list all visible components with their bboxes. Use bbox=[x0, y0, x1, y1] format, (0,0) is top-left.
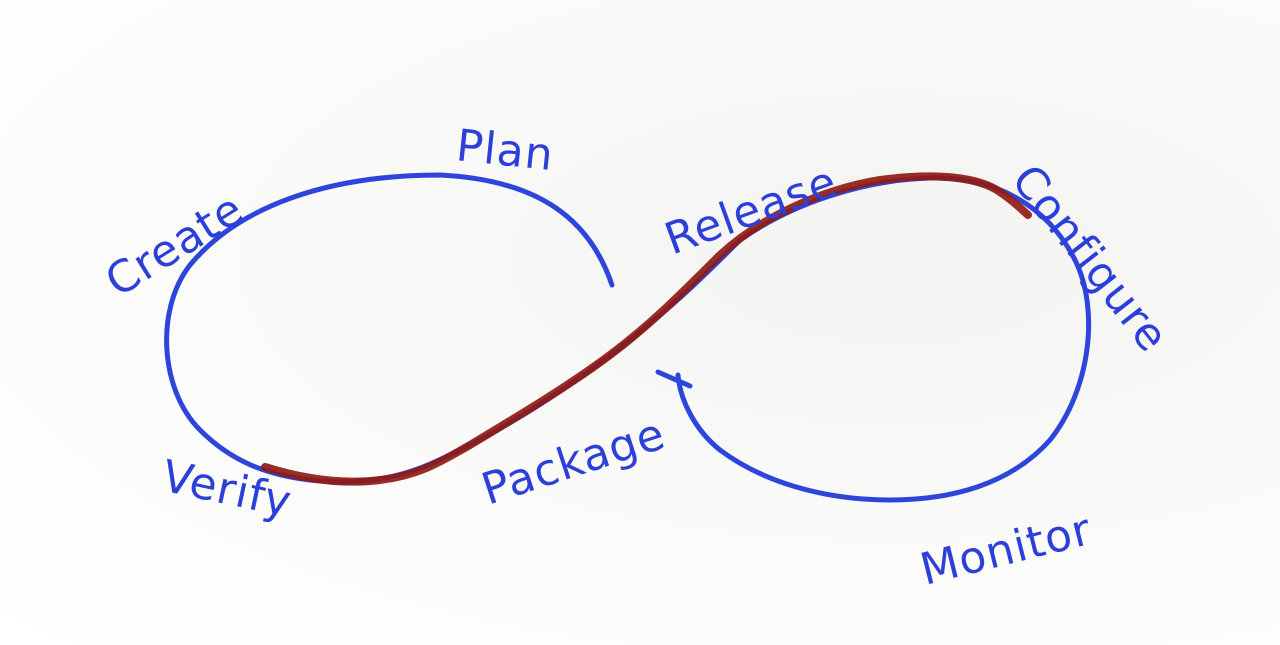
label-release: Release bbox=[658, 156, 844, 265]
label-monitor: Monitor bbox=[915, 504, 1096, 596]
highlight-path bbox=[261, 172, 1032, 486]
package-end-tick bbox=[655, 369, 693, 389]
label-plan: Plan bbox=[454, 120, 556, 181]
label-verify: Verify bbox=[158, 451, 297, 528]
